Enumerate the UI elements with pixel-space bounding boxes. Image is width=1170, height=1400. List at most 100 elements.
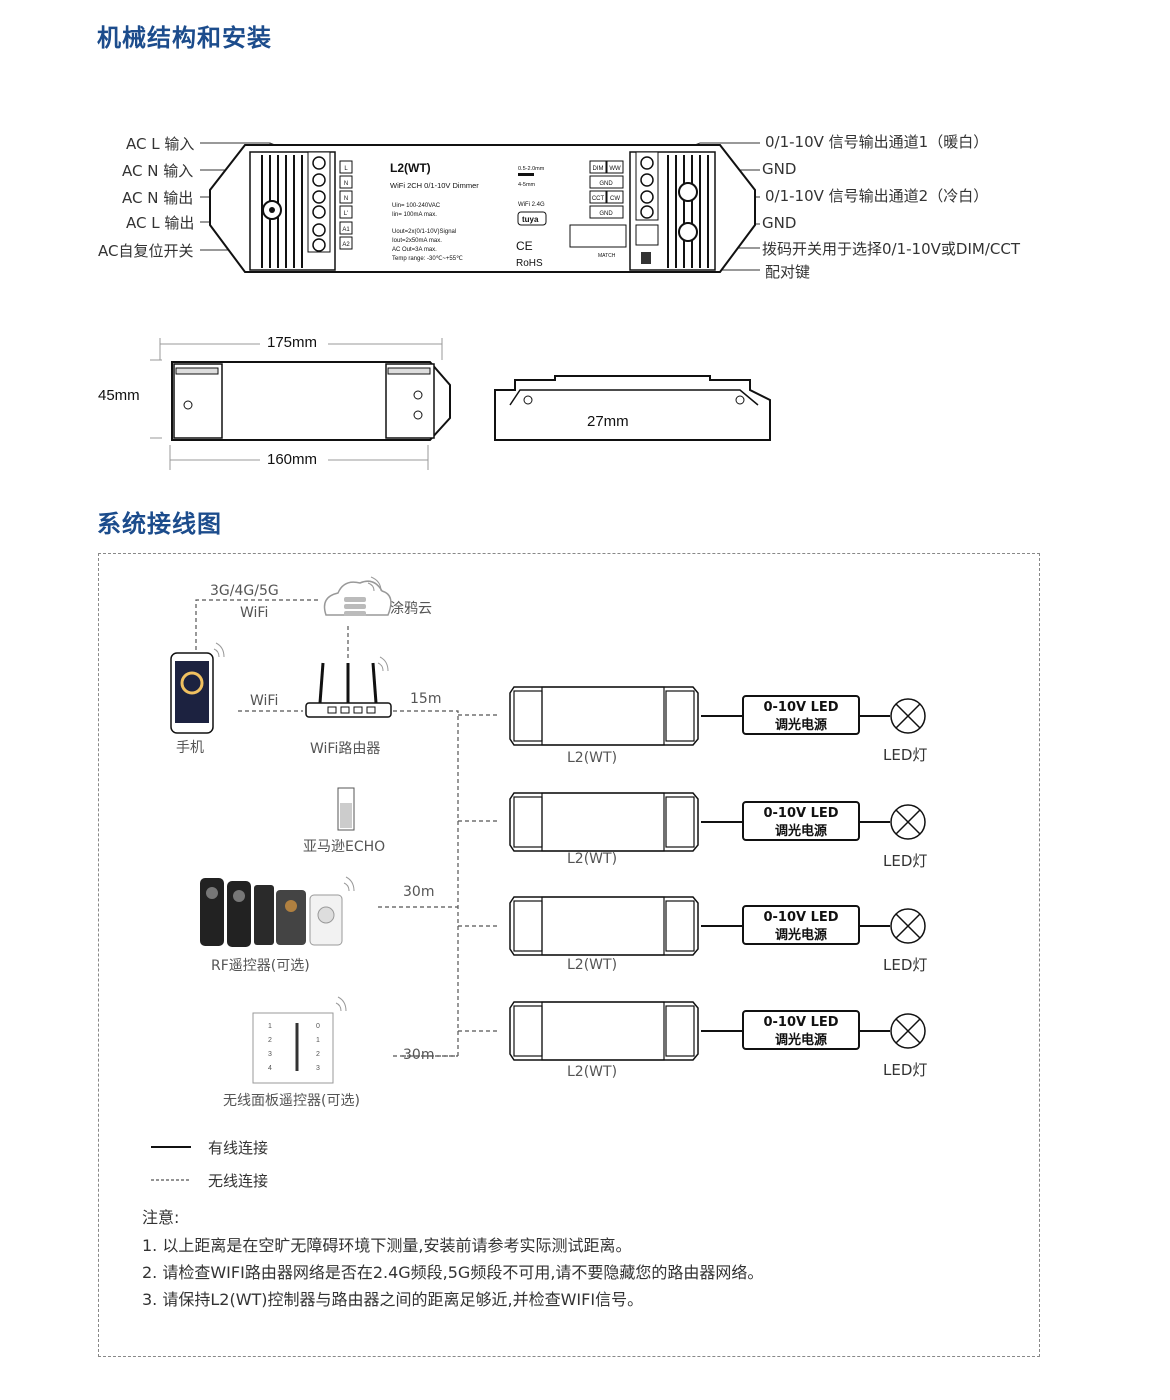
echo-icon (337, 787, 355, 831)
label-ac-n-in: AC N 输入 (122, 162, 194, 180)
label-ch1-out: 0/1-10V 信号输出通道1（暖白） (765, 133, 989, 151)
lamp-label-1: LED灯 (883, 746, 928, 764)
phone-label: 手机 (176, 740, 204, 756)
ce-mark: CE (516, 239, 533, 253)
psu-box-2: 0-10V LED 调光电源 (742, 801, 860, 841)
term-dim: DIM (593, 166, 604, 172)
router-icon (305, 656, 392, 718)
svg-text:3: 3 (316, 1065, 320, 1072)
psu-box-3: 0-10V LED 调光电源 (742, 905, 860, 945)
psu-line2: 调光电源 (774, 718, 827, 733)
phone-icon (170, 642, 225, 734)
device-uin: Uin= 100-240VAC (392, 203, 441, 209)
match-label: MATCH (598, 253, 616, 259)
cloud-label: 涂鸦云 (390, 601, 432, 617)
dim-height: 45mm (98, 387, 140, 404)
label-gnd-2: GND (762, 214, 797, 232)
dim-length-inner: 160mm (267, 451, 318, 468)
psu-line1: 0-10V LED (763, 1015, 839, 1030)
term-gnd-1: GND (599, 181, 613, 187)
cloud-icon (323, 576, 392, 616)
term-n-in: N (344, 181, 348, 187)
psu-box-1: 0-10V LED 调光电源 (742, 695, 860, 735)
psu-line1: 0-10V LED (763, 910, 839, 925)
dimension-drawings (150, 338, 771, 470)
legend-wireless: 无线连接 (208, 1172, 269, 1190)
range-rf: 30m (403, 884, 435, 900)
legend-wired: 有线连接 (208, 1139, 269, 1157)
device-acout: AC Out=3A max. (392, 247, 437, 253)
controller-label-1: L2(WT) (567, 750, 618, 766)
dim-length-total: 175mm (267, 334, 318, 351)
wifi-mark: WiFi 2.4G (518, 202, 545, 208)
rf-remote-label: RF遥控器(可选) (211, 958, 310, 974)
controller-label-3: L2(WT) (567, 957, 618, 973)
term-cw: CW (610, 196, 620, 202)
section-title-wiring: 系统接线图 (97, 510, 222, 538)
echo-label: 亚马逊ECHO (303, 839, 386, 855)
lamp-label-2: LED灯 (883, 852, 928, 870)
term-cct: CCT (592, 196, 605, 202)
device-subtitle: WiFi 2CH 0/1-10V Dimmer (390, 181, 479, 190)
svg-text:4: 4 (268, 1065, 272, 1072)
label-ac-l-in: AC L 输入 (126, 135, 195, 153)
controller-label-2: L2(WT) (567, 851, 618, 867)
svg-text:1: 1 (268, 1023, 272, 1030)
term-a1: A1 (342, 227, 350, 233)
svg-text:3: 3 (268, 1051, 272, 1058)
panel-remote-icon: 1 2 3 4 0 1 2 3 (252, 996, 347, 1084)
device-model: L2(WT) (390, 161, 431, 175)
term-l-in: L (344, 166, 348, 172)
cloud-link-label: 3G/4G/5G (210, 583, 279, 599)
label-pair-key: 配对键 (765, 263, 811, 281)
svg-text:1: 1 (316, 1037, 320, 1044)
lamp-label-3: LED灯 (883, 956, 928, 974)
wire-strip: 4-5mm (518, 182, 536, 188)
psu-line2: 调光电源 (774, 1033, 827, 1048)
lamp-icons (890, 698, 926, 1049)
tuya-logo: tuya (522, 215, 539, 224)
term-n-out: N (344, 196, 348, 202)
rf-remote-icon (200, 876, 355, 947)
section-title-mechanical: 机械结构和安装 (97, 24, 272, 52)
controller-icons (509, 686, 699, 1061)
lamp-label-4: LED灯 (883, 1061, 928, 1079)
label-dip-switch: 拨码开关用于选择0/1-10V或DIM/CCT (762, 240, 1020, 258)
term-gnd-2: GND (599, 211, 613, 217)
svg-text:2: 2 (268, 1037, 272, 1044)
cloud-link-label-2: WiFi (240, 605, 269, 621)
range-panel: 30m (403, 1047, 435, 1063)
note-3: 3. 请保持L2(WT)控制器与路由器之间的距离足够近,并检查WIFI信号。 (142, 1290, 644, 1309)
term-ww: WW (609, 166, 621, 172)
notes-title: 注意: (142, 1208, 180, 1227)
wiring-lines: 1 2 3 4 0 1 2 3 (151, 576, 926, 1181)
range-router: 15m (410, 691, 442, 707)
note-2: 2. 请检查WIFI路由器网络是否在2.4G频段,5G频段不可用,请不要隐藏您的… (142, 1263, 764, 1282)
device-temp: Temp range: -30℃~+55℃ (392, 256, 463, 262)
psu-line1: 0-10V LED (763, 806, 839, 821)
term-l-out: L' (344, 211, 348, 217)
rohs-mark: RoHS (516, 258, 543, 269)
wifi-link-label: WiFi (250, 693, 279, 709)
device-iin: Iin= 100mA max. (392, 212, 437, 218)
wiring-diagram-frame (98, 553, 1040, 1357)
label-ac-switch: AC自复位开关 (98, 242, 194, 260)
label-ac-n-out: AC N 输出 (122, 189, 194, 207)
label-ac-l-out: AC L 输出 (126, 214, 195, 232)
svg-text:0: 0 (316, 1023, 320, 1030)
controller-label-4: L2(WT) (567, 1064, 618, 1080)
label-gnd-1: GND (762, 160, 797, 178)
wire-size: 0.5-2.0mm (518, 166, 545, 172)
device-top-view: L N N L' A1 A2 L2(WT) WiFi 2CH 0/1-10V D… (200, 142, 760, 273)
svg-text:2: 2 (316, 1051, 320, 1058)
psu-box-4: 0-10V LED 调光电源 (742, 1010, 860, 1050)
device-uout: Uout=2x(0/1-10V)Signal (392, 229, 456, 235)
panel-label: 无线面板遥控器(可选) (223, 1093, 360, 1109)
psu-line2: 调光电源 (774, 824, 827, 839)
note-1: 1. 以上距离是在空旷无障碍环境下测量,安装前请参考实际测试距离。 (142, 1236, 632, 1255)
label-ch2-out: 0/1-10V 信号输出通道2（冷白） (765, 187, 989, 205)
router-label: WiFi路由器 (310, 741, 381, 757)
psu-line2: 调光电源 (774, 928, 827, 943)
psu-line1: 0-10V LED (763, 700, 839, 715)
term-a2: A2 (342, 242, 350, 248)
